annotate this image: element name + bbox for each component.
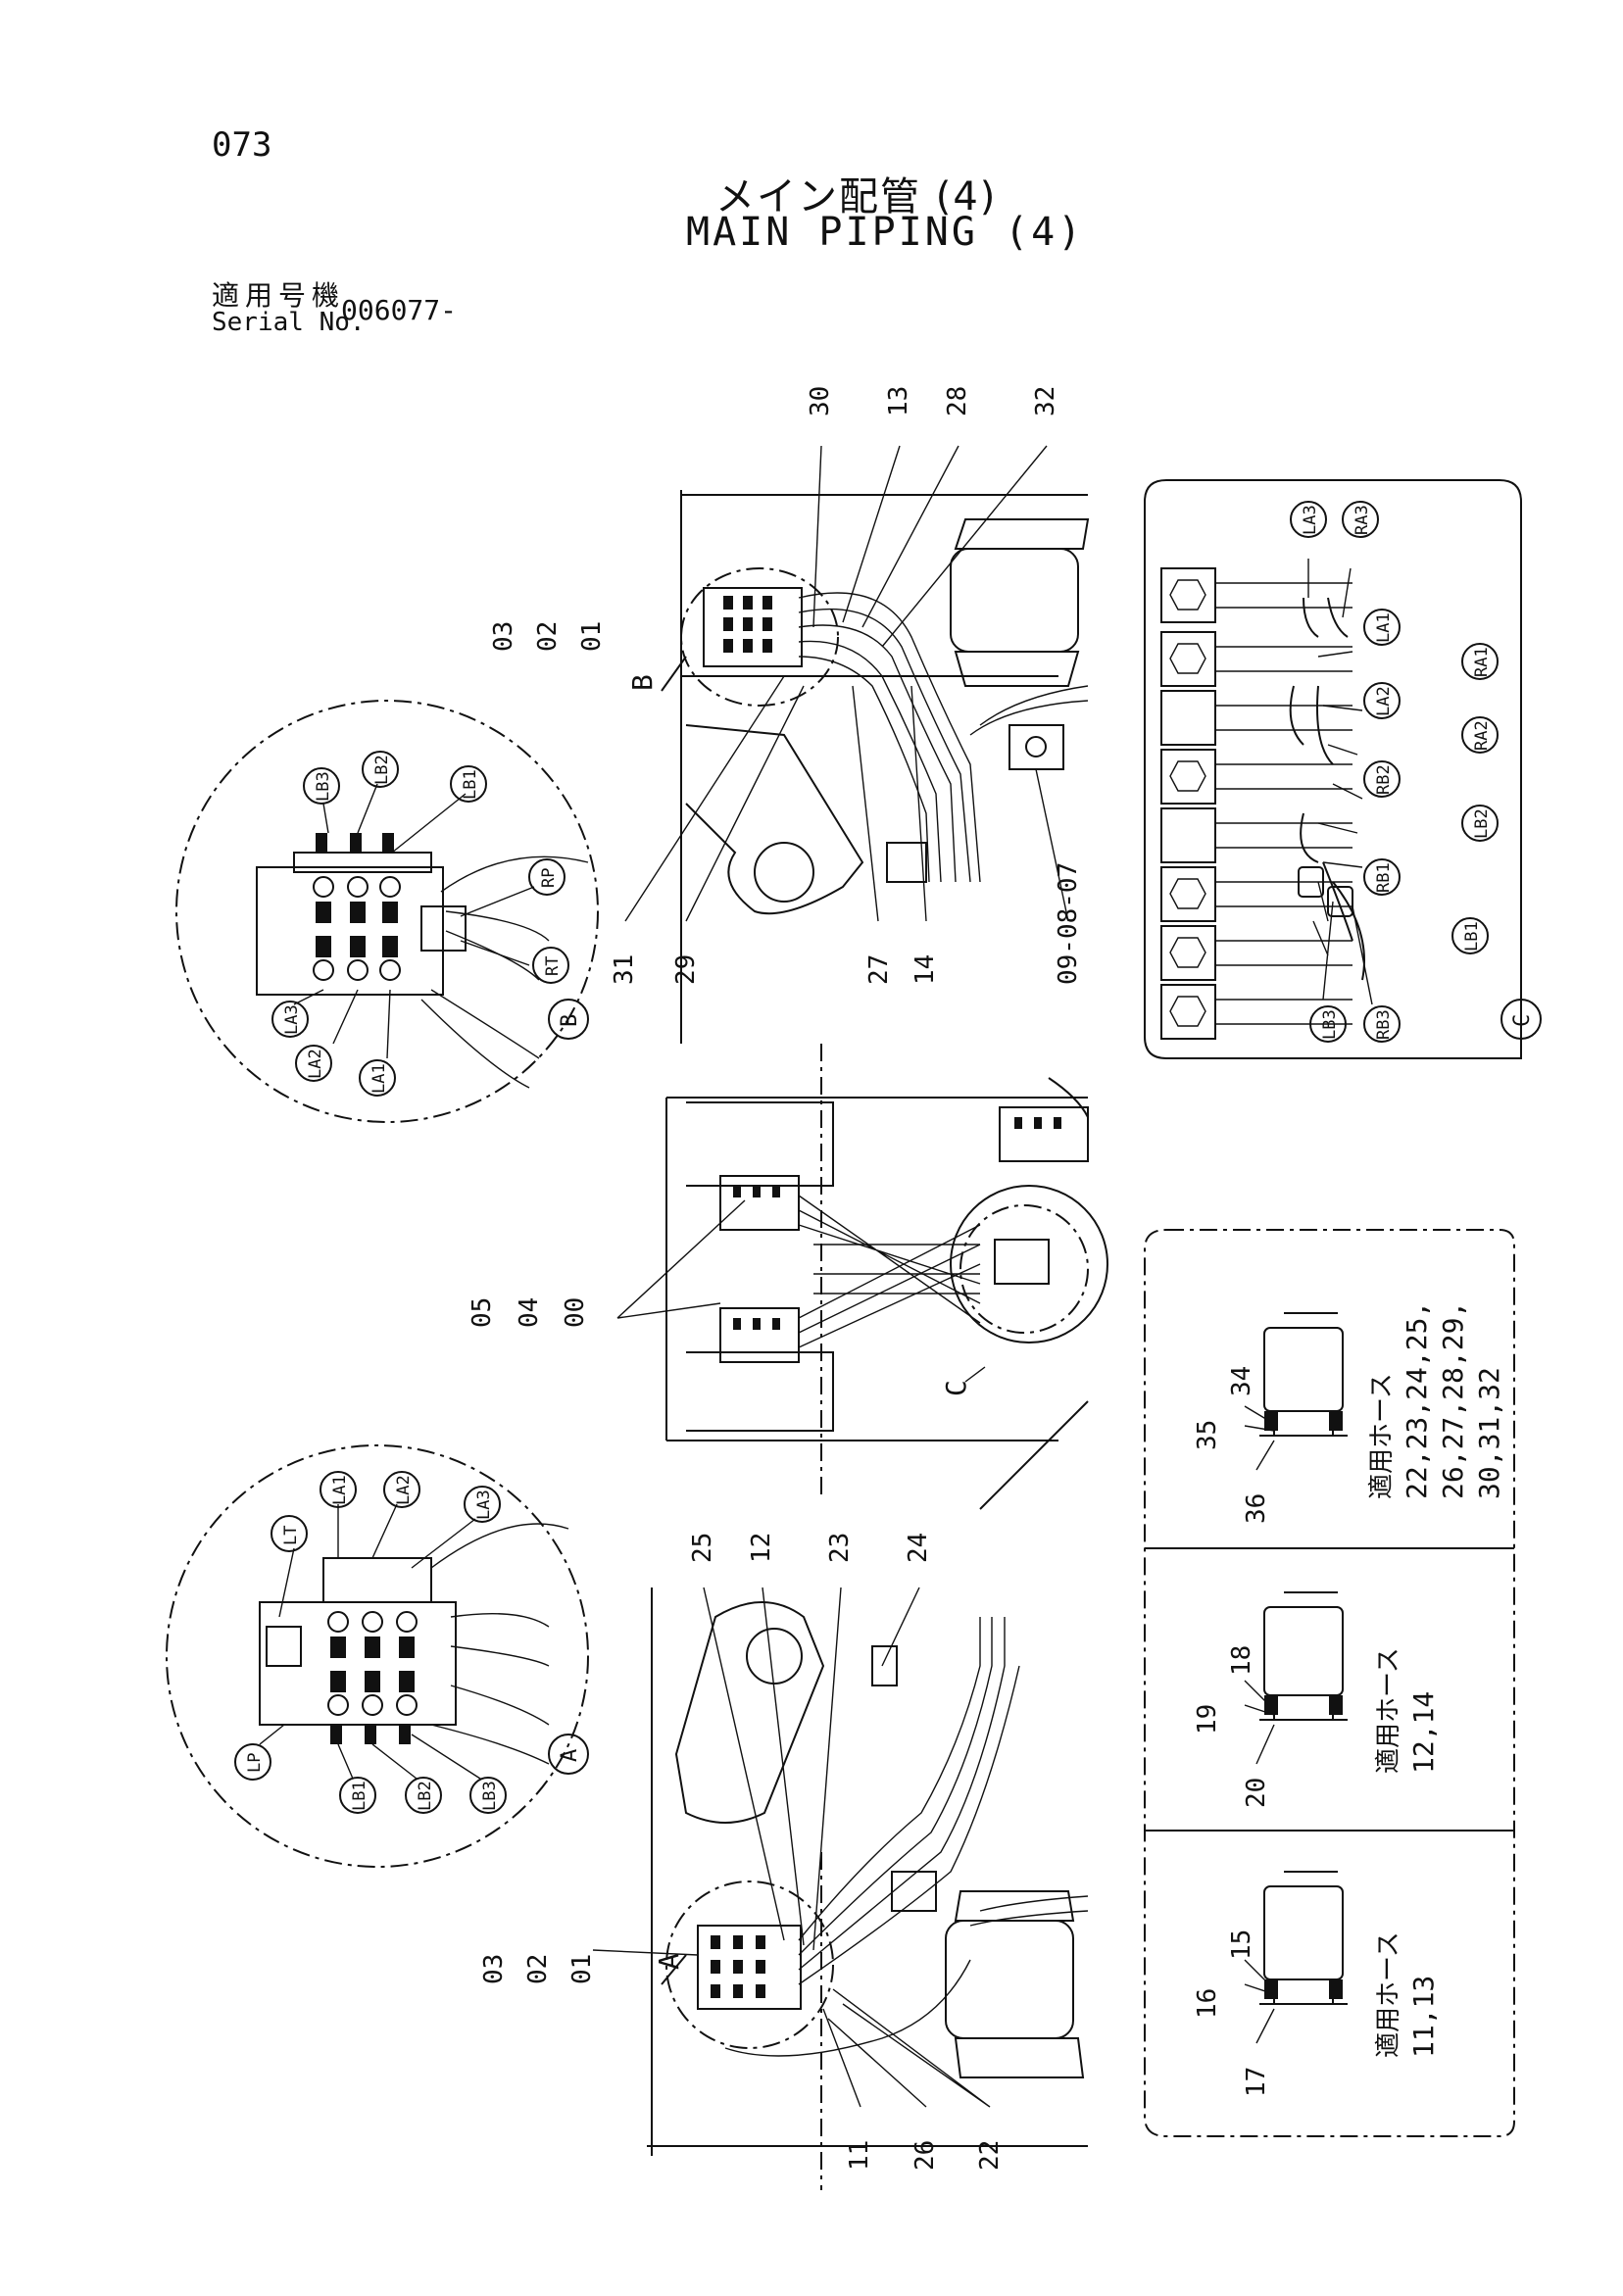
callout-24: 24 — [904, 1533, 933, 1563]
hose-table-label-3: 適用ホース — [1374, 1931, 1403, 2058]
detail-a — [166, 1444, 589, 1868]
section-label-a: A — [653, 1953, 685, 1970]
page-title-jp: メイン配管 (4) — [715, 174, 998, 220]
detail-b — [175, 700, 599, 1123]
port-la1-a: LA1 — [330, 1475, 350, 1505]
detail-b-label: B — [558, 1014, 582, 1027]
callout-23: 23 — [825, 1533, 855, 1563]
port-la3-a: LA3 — [474, 1490, 494, 1520]
part-04: 04 — [515, 1297, 544, 1328]
fitting-part-34: 34 — [1227, 1366, 1256, 1396]
port-lb2: LB2 — [372, 755, 392, 785]
port-ra2-c: RA2 — [1472, 720, 1492, 751]
port-la3: LA3 — [282, 1004, 302, 1035]
port-lb3-a: LB3 — [480, 1781, 500, 1811]
section-label-c: C — [940, 1380, 972, 1396]
hose-list-1b: 26,27,28,29, — [1437, 1301, 1469, 1499]
page-title-en: MAIN PIPING (4) — [686, 210, 1085, 255]
port-lb3-c: LB3 — [1320, 1009, 1340, 1040]
hose-list-2: 12,14 — [1407, 1691, 1440, 1774]
part-05: 05 — [467, 1297, 497, 1328]
port-rb2-c: RB2 — [1374, 764, 1394, 795]
port-la2-c: LA2 — [1374, 686, 1394, 716]
section-label-b: B — [626, 674, 659, 691]
hose-list-3: 11,13 — [1407, 1976, 1440, 2058]
port-lb1-a: LB1 — [350, 1781, 369, 1811]
port-lp: LP — [245, 1753, 265, 1773]
hose-fitting-table — [1144, 1229, 1515, 2137]
callout-29: 29 — [671, 954, 701, 985]
callout-32: 32 — [1031, 386, 1060, 416]
fitting-part-35: 35 — [1193, 1420, 1222, 1450]
part-01: 01 — [577, 621, 607, 652]
bottom-view-labels: 25 12 23 24 11 26 22 03 02 01 A — [479, 1533, 1005, 2171]
fitting-part-20: 20 — [1242, 1778, 1271, 1808]
hose-table-label-2: 適用ホース — [1374, 1647, 1403, 1774]
detail-b-port-labels: LB3 LB2 LB1 RP RT LA3 LA2 LA1 B — [271, 751, 589, 1097]
part-01-bottom: 01 — [567, 1954, 597, 1984]
port-lb3: LB3 — [314, 771, 333, 802]
detail-c-label: C — [1510, 1014, 1535, 1027]
port-rb3-c: RB3 — [1374, 1009, 1394, 1040]
callout-13: 13 — [884, 386, 913, 416]
callout-14: 14 — [910, 954, 940, 985]
fitting-part-36: 36 — [1242, 1493, 1271, 1524]
fitting-part-15: 15 — [1227, 1930, 1256, 1960]
middle-view — [616, 1044, 1108, 1510]
callout-11: 11 — [845, 2140, 874, 2171]
port-lt: LT — [281, 1526, 301, 1545]
top-view-labels: 30 13 28 32 31 29 27 14 09-08-07 03 02 0… — [489, 386, 1083, 985]
port-lb1-c: LB1 — [1462, 921, 1482, 952]
hose-list-1a: 22,23,24,25, — [1401, 1301, 1433, 1499]
callout-25: 25 — [688, 1533, 717, 1563]
detail-c-port-labels: LA3 RA3 LA1 RA1 LA2 RA2 RB2 LB2 RB1 LB1 … — [1290, 501, 1542, 1043]
part-00: 00 — [561, 1297, 590, 1328]
part-03-bottom: 03 — [479, 1954, 509, 1984]
port-la2: LA2 — [306, 1049, 325, 1079]
port-lb2-c: LB2 — [1472, 808, 1492, 839]
fitting-part-16: 16 — [1193, 1988, 1222, 2019]
middle-view-labels: 05 04 00 C — [467, 1297, 972, 1396]
part-03: 03 — [489, 621, 518, 652]
hose-table-labels: 34 35 36 適用ホース 22,23,24,25, 26,27,28,29,… — [1193, 1301, 1505, 2097]
bottom-view — [592, 1587, 1089, 2190]
part-02-bottom: 02 — [523, 1954, 553, 1984]
callout-31: 31 — [610, 954, 639, 985]
port-rt: RT — [543, 956, 563, 976]
hose-list-1c: 30,31,32 — [1473, 1367, 1505, 1499]
top-view — [624, 445, 1090, 1044]
port-rp: RP — [539, 868, 559, 888]
callout-30: 30 — [806, 386, 835, 416]
port-la2-a: LA2 — [394, 1475, 414, 1505]
callout-12: 12 — [747, 1533, 776, 1563]
port-lb2-a: LB2 — [416, 1781, 435, 1811]
port-lb1: LB1 — [461, 769, 480, 800]
serial-label-jp: 適用号機 — [212, 279, 346, 312]
fitting-part-17: 17 — [1242, 2067, 1271, 2097]
port-rb1-c: RB1 — [1374, 862, 1394, 893]
serial-label-en: Serial No. — [212, 308, 366, 337]
port-ra3-c: RA3 — [1352, 505, 1372, 535]
callout-26: 26 — [910, 2140, 940, 2171]
part-02: 02 — [533, 621, 563, 652]
fitting-part-18: 18 — [1227, 1645, 1256, 1676]
callout-22: 22 — [975, 2140, 1005, 2171]
fitting-part-19: 19 — [1193, 1704, 1222, 1734]
serial-number: 006077- — [341, 294, 458, 326]
detail-a-label: A — [558, 1749, 582, 1762]
detail-c — [1144, 479, 1522, 1059]
callout-09-08-07: 09-08-07 — [1054, 862, 1083, 985]
detail-a-port-labels: LT LA1 LA2 LA3 LP LB1 LB2 LB3 A — [234, 1471, 589, 1814]
hose-table-label-1: 適用ホース — [1367, 1373, 1397, 1499]
callout-27: 27 — [864, 954, 894, 985]
port-ra1-c: RA1 — [1472, 647, 1492, 677]
port-la1-c: LA1 — [1374, 612, 1394, 643]
page-number: 073 — [212, 125, 272, 165]
port-la3-c: LA3 — [1301, 505, 1320, 535]
callout-28: 28 — [943, 386, 972, 416]
port-la1: LA1 — [369, 1063, 389, 1094]
